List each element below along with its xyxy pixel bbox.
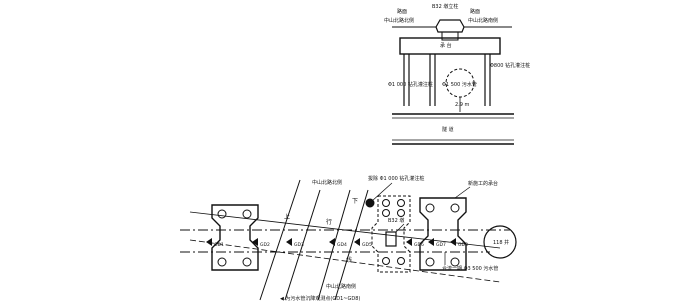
- tunnel-line-down: [189, 239, 501, 283]
- gd-label-2: GD2: [260, 242, 270, 248]
- gd-label-1: GD1: [214, 242, 224, 248]
- removed-pile-1: [382, 199, 390, 207]
- removed-pile-cluster: [371, 195, 411, 273]
- plan-new-cap: 新施工的承台: [468, 180, 498, 187]
- removed-pile-6: [397, 257, 405, 265]
- section-road-right: 路面: [470, 8, 480, 15]
- plan-b32: B32 墩: [388, 217, 404, 224]
- left-cap-pile-1: [217, 209, 227, 219]
- section-labels: 路面 路面 中山北路北侧 中山北路南侧 B32 墩立柱 承 台 Φ800 钻孔灌…: [384, 3, 530, 133]
- plan-line2-char: 线: [346, 256, 352, 264]
- plan-view: [180, 179, 517, 301]
- caisson-well: [483, 225, 517, 259]
- plan-legend: ◀ 为污水管沉降观测点(GD1~GD8): [280, 295, 360, 302]
- left-cap-pile-2: [242, 209, 252, 219]
- gd-marker-8: [450, 238, 456, 246]
- left-pier-cap: [211, 204, 259, 271]
- section-tunnel-label: 隧 道: [442, 126, 454, 133]
- section-pile1000-label: Φ1 000 钻孔灌注桩: [388, 81, 433, 88]
- plan-sewer-label: 合流一期 Φ3 500 污水管: [442, 265, 498, 272]
- section-road-left: 路面: [397, 8, 407, 15]
- leader-new-cap: [454, 186, 471, 199]
- road-line-2: [284, 189, 321, 301]
- section-sewer-label: Φ1 500 污水管: [442, 81, 477, 88]
- gd-label-5: GD5: [362, 242, 372, 248]
- gd-marker-5: [354, 238, 360, 246]
- removed-pile-2: [397, 199, 405, 207]
- right-cap-pile-4: [450, 257, 460, 267]
- left-cap-pile-4: [242, 257, 252, 267]
- plan-south-side: 中山北路南侧: [326, 283, 356, 290]
- plan-north-side: 中山北路北侧: [312, 179, 342, 186]
- road-line-north: [259, 179, 301, 301]
- left-cap-pile-3: [217, 257, 227, 267]
- gd-marker-7: [428, 238, 434, 246]
- plan-caisson-label: 118 井: [493, 239, 509, 246]
- road-line-south: [334, 189, 369, 301]
- b32-pier-box: [385, 231, 397, 247]
- gd-points-group: GD1 GD2 GD3 GD4 GD5 GD6 GD7 GD8: [206, 238, 468, 248]
- section-pile800-label: Φ800 钻孔灌注桩: [490, 62, 530, 69]
- leader-b32: [395, 223, 405, 233]
- pier-shaft: [441, 31, 459, 41]
- gd-marker-6: [406, 238, 412, 246]
- gd-label-3: GD3: [294, 242, 304, 248]
- pier-column: [435, 19, 465, 33]
- plan-up-char: 上: [284, 213, 290, 221]
- section-cap-label: 承 台: [440, 42, 452, 49]
- plan-labels: 中山北路北侧 中山北路南侧 拔除 Φ1 000 钻孔灌注桩 新施工的承台 B32…: [280, 175, 509, 302]
- section-north-side: 中山北路北侧: [384, 17, 414, 24]
- gd-label-7: GD7: [436, 242, 446, 248]
- right-cap-pile-2: [450, 203, 460, 213]
- pile-cap: [399, 37, 501, 55]
- section-south-side: 中山北路南侧: [468, 17, 498, 24]
- section-view: [392, 19, 514, 145]
- leader-removed-pile: [371, 182, 393, 202]
- tunnel-line-up: [189, 211, 501, 249]
- plan-line-char: 行: [326, 218, 332, 226]
- gd-marker-2: [252, 238, 258, 246]
- gd-label-8: GD8: [458, 242, 468, 248]
- gd-marker-1: [206, 238, 212, 246]
- section-column-label: B32 墩立柱: [432, 3, 458, 10]
- right-cap-pile-3: [425, 257, 435, 267]
- removed-pile-3: [382, 209, 390, 217]
- gd-label-6: GD6: [414, 242, 424, 248]
- right-pier-cap: [419, 197, 467, 271]
- plan-removed-pile: 拔除 Φ1 000 钻孔灌注桩: [368, 175, 424, 182]
- gd-marker-3: [286, 238, 292, 246]
- removed-pile-5: [382, 257, 390, 265]
- gd-label-4: GD4: [337, 242, 347, 248]
- right-cap-pile-1: [425, 203, 435, 213]
- removed-pile-4: [397, 209, 405, 217]
- section-depth-label: 2.9 m: [455, 102, 470, 108]
- gd-marker-4: [329, 238, 335, 246]
- plan-down-char: 下: [352, 198, 358, 205]
